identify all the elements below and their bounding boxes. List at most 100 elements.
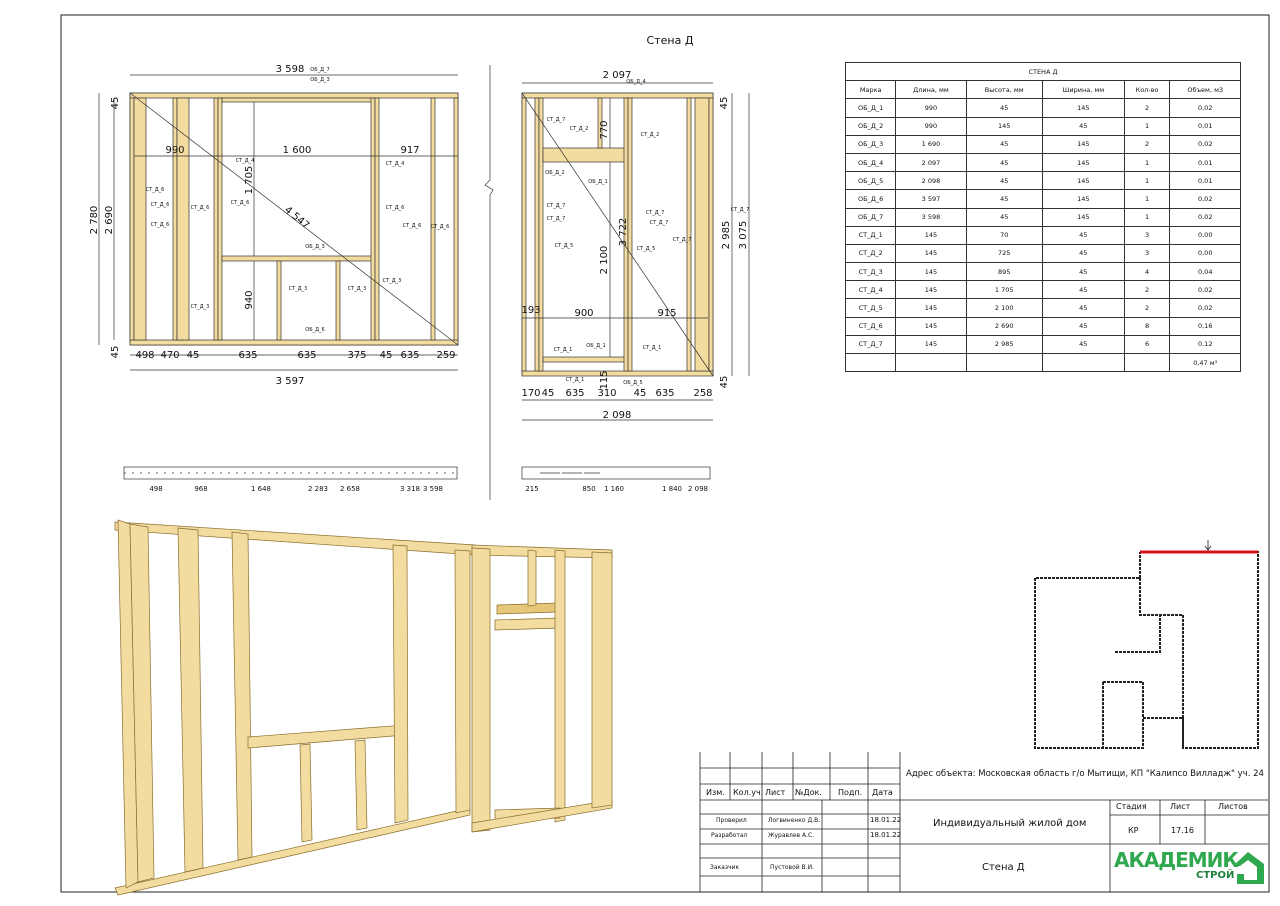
- table-cell: ОБ_Д_6: [844, 189, 897, 209]
- table-cell: 3 597: [895, 189, 967, 209]
- table-cell: 3: [1123, 225, 1171, 245]
- column-header: Ширина, мм: [1041, 80, 1125, 100]
- dim-label: 3 722: [618, 218, 629, 247]
- table-cell: ОБ_Д_7: [844, 207, 897, 227]
- table-cell: 0,04: [1169, 262, 1241, 282]
- table-cell: 145: [895, 262, 967, 282]
- table-cell: 725: [965, 243, 1043, 264]
- table-cell: 145: [895, 243, 967, 264]
- drawing-name: Стена Д: [982, 862, 1025, 873]
- dim-label: 45: [110, 346, 121, 359]
- table-cell: 0,01: [1169, 171, 1241, 191]
- table-cell: 0,00: [1169, 225, 1241, 245]
- table-cell: 145: [895, 225, 967, 245]
- company-logo: АКАДЕМИК СТРОЙ: [1114, 848, 1266, 890]
- dim-label: 3 598: [276, 64, 305, 75]
- table-cell: 2: [1123, 298, 1171, 318]
- developer-date: 18.01.22: [870, 831, 902, 839]
- sheets-label: Листов: [1218, 802, 1248, 811]
- part-tag: СТ_Д_6: [146, 187, 165, 193]
- dim-label: 2 690: [104, 206, 115, 235]
- dim-label: 2 097: [603, 70, 632, 81]
- part-tag: ОБ_Д_5: [623, 380, 642, 386]
- project-name: Индивидуальный жилой дом: [933, 818, 1087, 829]
- dim-label: 635: [400, 350, 419, 361]
- table-cell: СТ_Д_6: [844, 316, 897, 336]
- house-logo-icon: [1233, 852, 1264, 884]
- dim-label: 635: [238, 350, 257, 361]
- part-tag: СТ_Д_1: [643, 345, 662, 351]
- part-tag: ОБ_Д_1: [588, 179, 607, 185]
- dim-label: 498: [135, 350, 154, 361]
- part-tag: ОБ_Д_3: [310, 77, 329, 83]
- table-cell: 145: [895, 280, 967, 300]
- tb-header: Подп.: [838, 788, 863, 797]
- part-tag: ОБ_Д_4: [626, 79, 645, 85]
- table-cell: ОБ_Д_2: [844, 116, 897, 136]
- client-name: Пустовой В.И.: [770, 864, 814, 871]
- dim-label: 990: [165, 145, 184, 156]
- table-cell: 0,01: [1169, 116, 1241, 136]
- dim-label: 45: [542, 388, 555, 399]
- part-tag: СТ_Д_5: [637, 246, 656, 252]
- part-tag: СТ_Д_6: [386, 205, 405, 211]
- spec-table-title: СТЕНА Д: [845, 61, 1241, 82]
- plan-dim-label: 1 648: [251, 485, 271, 493]
- empty-cell: [1123, 352, 1171, 373]
- table-cell: 3 598: [895, 207, 967, 227]
- table-cell: 1: [1123, 171, 1171, 191]
- part-tag: ОБ_Д_7: [310, 67, 329, 73]
- tb-header: Лист: [765, 788, 786, 797]
- part-tag: СТ_Д_6: [403, 223, 422, 229]
- tb-header: №Док.: [795, 788, 822, 797]
- dim-label: 115: [599, 370, 610, 389]
- plan-dim-label: 215: [525, 485, 538, 493]
- table-cell: 0,02: [1169, 134, 1241, 154]
- left-wall-elevation: [98, 74, 459, 371]
- part-tag: СТ_Д_7: [731, 207, 750, 213]
- sheet-border: [60, 14, 1270, 893]
- dim-label: 45: [719, 97, 730, 110]
- table-cell: 1: [1123, 152, 1171, 173]
- checked-date: 18.01.22: [870, 816, 902, 824]
- part-tag: СТ_Д_7: [650, 220, 669, 226]
- logo-sub: СТРОЙ: [1196, 870, 1235, 881]
- part-tag: СТ_Д_3: [289, 286, 308, 292]
- dim-label: 635: [297, 350, 316, 361]
- table-cell: 2 097: [895, 152, 967, 173]
- plan-dim-label: 3 598: [423, 485, 443, 493]
- part-tag: ОБ_Д_6: [305, 327, 324, 333]
- table-cell: 990: [895, 98, 967, 118]
- table-cell: 2 098: [895, 171, 967, 191]
- table-cell: 0,01: [1169, 152, 1241, 173]
- dim-label: 170: [521, 388, 540, 399]
- table-cell: 145: [1041, 207, 1125, 227]
- table-cell: ОБ_Д_5: [844, 171, 897, 191]
- tb-header: Кол.уч.: [733, 788, 764, 797]
- table-cell: 8: [1123, 316, 1171, 336]
- stage-value: КР: [1128, 826, 1139, 835]
- table-cell: 70: [965, 225, 1043, 245]
- dim-label: 2 985: [721, 221, 732, 250]
- part-tag: СТ_Д_4: [386, 161, 405, 167]
- table-cell: СТ_Д_2: [844, 243, 897, 264]
- column-header: Объем, м3: [1169, 80, 1241, 100]
- part-tag: ОБ_Д_2: [545, 170, 564, 176]
- part-tag: СТ_Д_4: [236, 158, 255, 164]
- part-tag: СТ_Д_7: [646, 210, 665, 216]
- table-cell: 1: [1123, 207, 1171, 227]
- plan-dim-label: 3 318: [400, 485, 420, 493]
- part-tag: СТ_Д_6: [151, 222, 170, 228]
- wall-3d-view: [114, 519, 613, 896]
- dim-label: 259: [436, 350, 455, 361]
- dim-label: 258: [693, 388, 712, 399]
- dim-label: 917: [400, 145, 419, 156]
- dim-label: 635: [565, 388, 584, 399]
- logo-main: АКАДЕМИК: [1114, 848, 1239, 872]
- table-cell: 145: [1041, 171, 1125, 191]
